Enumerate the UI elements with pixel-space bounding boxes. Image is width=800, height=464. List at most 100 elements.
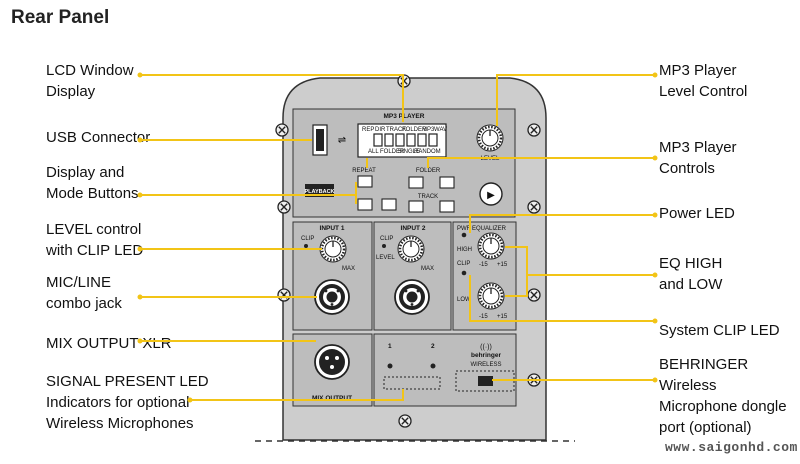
label-line: EQ HIGH	[659, 255, 723, 272]
label-line: LCD Window	[46, 62, 134, 79]
label-line: Power LED	[659, 205, 735, 222]
label-line: Display and	[46, 164, 125, 181]
screw-icon	[527, 200, 541, 214]
input2-clip-led	[382, 244, 386, 248]
label-line: combo jack	[46, 295, 122, 312]
eq-low-label: LOW	[457, 297, 471, 303]
folder-label: FOLDER	[416, 168, 441, 174]
input1-combo-jack	[314, 279, 350, 315]
label-line: SIGNAL PRESENT LED	[46, 373, 209, 390]
signal-led-2	[430, 363, 436, 369]
lcd-dir: DIR	[375, 127, 386, 133]
lcd-digits	[373, 133, 438, 147]
mp3-level-knob	[475, 123, 505, 153]
pwr-label: PWR	[457, 226, 472, 232]
input2-combo-jack	[394, 279, 430, 315]
label-line: with CLIP LED	[46, 242, 144, 259]
label-line: BEHRINGER Wireless	[659, 356, 749, 394]
screw-icon	[277, 200, 291, 214]
lcd-single: SINGLE	[398, 149, 420, 155]
label-line: MP3 Player	[659, 139, 737, 156]
lcd-mp3: MP3	[422, 127, 435, 133]
eq-high-knob	[476, 231, 506, 261]
callout-mp3-level	[496, 74, 655, 126]
wireless-section	[373, 333, 517, 407]
label-line: Indicators for optional	[46, 394, 190, 411]
track-label: TRACK	[418, 194, 438, 200]
label-line: LEVEL control	[46, 221, 142, 238]
input1-clip-led	[304, 244, 308, 248]
label-line: MP3 Player	[659, 62, 737, 79]
label-system-clip-led: System CLIP LED	[659, 320, 780, 341]
label-signal-present-led: SIGNAL PRESENT LED Indicators for option…	[46, 371, 209, 434]
callout-eq-low	[505, 275, 528, 297]
callout-lcd	[140, 74, 404, 122]
lcd-window	[357, 123, 447, 158]
wireless-2-label: 2	[431, 343, 435, 350]
label-level-control: LEVEL control with CLIP LED	[46, 219, 143, 261]
equalizer-label: EQUALIZER	[472, 226, 507, 232]
label-display-mode-buttons: Display and Mode Buttons	[46, 162, 139, 204]
screw-icon	[398, 414, 412, 428]
lcd-folder2: FOLDER	[380, 149, 405, 155]
input1-level-knob	[318, 234, 348, 264]
label-eq-high-low: EQ HIGH and LOW	[659, 253, 722, 295]
folder-prev-button[interactable]	[408, 176, 424, 189]
track-next-button[interactable]	[439, 200, 455, 213]
label-line: System CLIP LED	[659, 322, 780, 339]
screw-icon	[277, 288, 291, 302]
label-wireless-dongle: BEHRINGER Wireless Microphone dongle por…	[659, 354, 800, 438]
screw-icon	[527, 123, 541, 137]
lcd-track: TRACK	[386, 127, 406, 133]
mode-button[interactable]	[381, 198, 397, 211]
lcd-wav: WAV	[434, 127, 447, 133]
power-led	[461, 232, 467, 238]
label-line: Display	[46, 83, 96, 100]
callout-lines	[140, 74, 655, 401]
label-lcd-window: LCD Window Display	[46, 60, 134, 102]
system-clip-label: CLIP	[457, 261, 470, 267]
input1-max-label: MAX	[342, 266, 355, 272]
label-power-led: Power LED	[659, 203, 735, 224]
screw-icon	[527, 288, 541, 302]
label-mic-line-jack: MIC/LINE combo jack	[46, 272, 122, 314]
input2-clip-label: CLIP	[380, 236, 393, 242]
lcd-random: RANDOM	[414, 149, 441, 155]
page-title: Rear Panel	[11, 7, 110, 28]
eq-high-max: +15	[497, 262, 508, 268]
repeat-label: REPEAT	[352, 168, 376, 174]
lcd-rep: REP	[362, 127, 374, 133]
callout-signal-led	[190, 389, 404, 401]
input1-clip-label: CLIP	[301, 236, 314, 242]
label-line: Microphone dongle	[659, 398, 787, 415]
lcd-all: ALL	[368, 149, 379, 155]
callout-system-clip	[469, 275, 655, 322]
input2-level-label: LEVEL	[376, 255, 395, 261]
input2-label: INPUT 2	[401, 225, 426, 232]
folder-next-button[interactable]	[439, 176, 455, 189]
eq-low-knob	[476, 281, 506, 311]
lcd-folder: FOLDER	[402, 127, 427, 133]
repeat-button[interactable]	[357, 175, 373, 188]
label-line: Wireless Microphones	[46, 415, 194, 432]
label-line: Controls	[659, 160, 715, 177]
track-prev-button[interactable]	[408, 200, 424, 213]
label-line: and LOW	[659, 276, 723, 293]
callout-dots	[137, 72, 658, 403]
wireless-1-label: 1	[388, 343, 392, 350]
screw-icon	[275, 123, 289, 137]
label-line: port (optional)	[659, 419, 752, 436]
play-pause-icon: ▶	[487, 190, 495, 201]
playback-label: PLAYBACK	[304, 189, 334, 195]
watermark: www.saigonhd.com	[665, 440, 798, 455]
play-pause-button[interactable]	[479, 182, 503, 206]
label-line: MIC/LINE	[46, 274, 112, 291]
eq-low-min: -15	[479, 314, 488, 320]
display-button[interactable]	[357, 198, 373, 211]
system-clip-led	[461, 270, 467, 276]
label-line: USB Connector	[46, 129, 151, 146]
callout-power-led	[469, 214, 655, 233]
mix-output-label: MIX OUTPUT	[312, 395, 352, 402]
signal-led-1	[387, 363, 393, 369]
mp3-player-label: MP3 PLAYER	[384, 113, 425, 120]
